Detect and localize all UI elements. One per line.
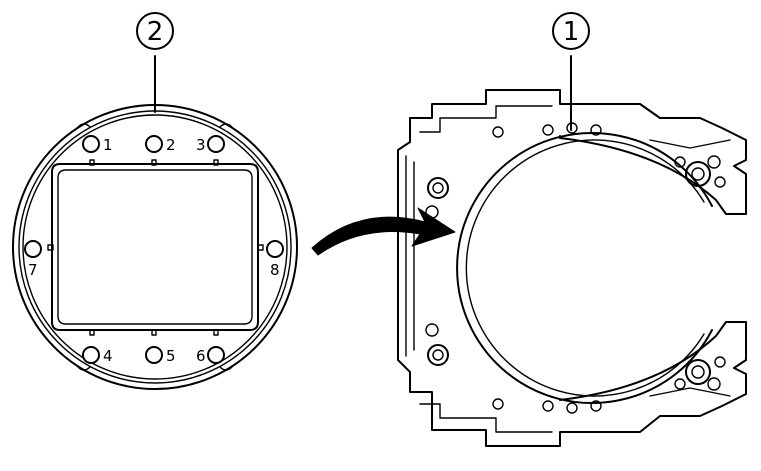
bracket-step-line [419,105,553,133]
screw-hole-6 [207,346,225,364]
screw-label-5: 5 [166,347,176,365]
bracket-opening-edge [456,132,713,404]
screw-label-1: 1 [103,136,113,154]
latch-knob [685,161,711,187]
rim-bump [219,123,233,128]
rim-bump [542,124,554,136]
screw-label-3: 3 [196,136,206,154]
callout-2-label: 2 [147,17,164,47]
bracket-pin [425,323,439,337]
latch-screw [714,176,726,188]
filter-plate: 1 2 3 4 5 6 7 8 [12,104,298,390]
screw-hole-7 [24,240,42,258]
latch-screw [714,356,726,368]
callout-1-circle [552,12,590,50]
latch-plate [649,387,731,397]
bracket-opening-lip [465,139,705,397]
rim-bump [566,122,578,134]
rim-bump [77,123,91,128]
rim-bump [590,400,602,412]
bracket-bottom-outline [397,117,747,447]
rim-bump [492,398,504,410]
screw-hole-2 [145,135,163,153]
screw-hole-3 [207,135,225,153]
latch-screw [674,378,686,390]
aperture-frame-inner [57,169,253,325]
frame-tab [213,159,219,166]
aperture-frame-outer [51,163,259,331]
callout-2-circle [136,12,174,50]
bracket-screw-head [432,349,444,361]
frame-tab [151,329,157,336]
bracket-screw-head [432,182,444,194]
bracket-screw [427,177,449,199]
mount-bracket [397,89,747,447]
insert-arrow-icon [311,207,456,256]
bracket-step-line [419,403,553,433]
frame-tab [47,244,54,251]
latch-knob [685,359,711,385]
rim-bump [219,366,233,371]
rim-bump [77,366,91,371]
screw-hole-4 [82,346,100,364]
frame-tab [213,329,219,336]
bracket-top-outline [409,89,747,215]
frame-tab [151,159,157,166]
latch-screw [707,377,721,391]
latch-screw [674,156,686,168]
screw-hole-1 [82,135,100,153]
frame-tab [89,159,95,166]
callout-1: 1 [552,12,590,131]
latch-screw [707,155,721,169]
screw-hole-5 [145,346,163,364]
bracket-pin [425,205,439,219]
callout-2: 2 [136,12,174,113]
rim-bump [566,402,578,414]
latch-knob-center [691,167,705,181]
callout-1-label: 1 [563,17,580,47]
plate-rim [22,114,288,380]
screw-label-7: 7 [28,261,38,279]
screw-label-2: 2 [166,136,176,154]
screw-hole-8 [266,240,284,258]
rim-bump [542,400,554,412]
rim-bump [590,124,602,136]
frame-tab [257,244,264,251]
rim-bump [492,126,504,138]
plate-outer-ring [12,104,298,390]
bracket-screw [427,344,449,366]
latch-plate [649,139,731,149]
latch-knob-center [691,365,705,379]
screw-label-6: 6 [196,347,206,365]
screw-label-4: 4 [103,347,113,365]
screw-label-8: 8 [270,261,280,279]
frame-tab [89,329,95,336]
plate-inner-ring [18,110,292,384]
